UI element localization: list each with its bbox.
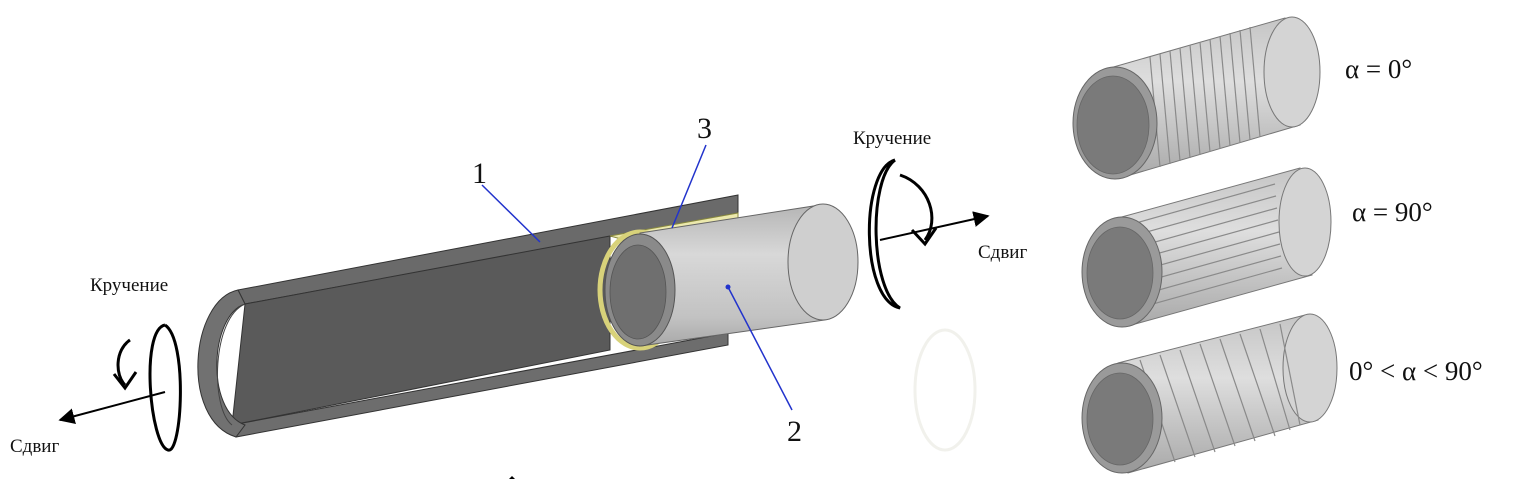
variant-cylinder-helical (1081, 313, 1338, 474)
variant-cylinder-90 (1081, 167, 1332, 328)
outer-tube (197, 194, 739, 438)
torsion-label-right: Кручение (853, 128, 931, 149)
variant-label-90: α = 90° (1352, 197, 1433, 227)
faint-artifact (913, 328, 977, 452)
right-torsion-arrow (867, 158, 938, 310)
variant-cylinder-0 (1072, 16, 1321, 180)
leader-line-3 (671, 144, 707, 229)
left-shift-arrow (58, 391, 166, 425)
shift-label-left: Сдвиг (10, 436, 59, 457)
leader-line-2 (727, 286, 793, 411)
right-shift-arrow (879, 211, 990, 241)
torsion-label-left: Кручение (90, 275, 168, 296)
tick-mark (509, 476, 515, 479)
part-label-3: 3 (697, 112, 712, 145)
part-label-1: 1 (472, 157, 487, 190)
variant-label-0: α = 0° (1345, 54, 1412, 84)
part-label-2: 2 (787, 415, 802, 448)
left-torsion-arrow (112, 323, 182, 452)
leader-line-1 (481, 184, 541, 243)
shift-label-right: Сдвиг (978, 242, 1027, 263)
leader-dot-2 (725, 284, 731, 290)
inner-rod (604, 203, 859, 347)
variant-label-helical: 0° < α < 90° (1349, 356, 1483, 386)
